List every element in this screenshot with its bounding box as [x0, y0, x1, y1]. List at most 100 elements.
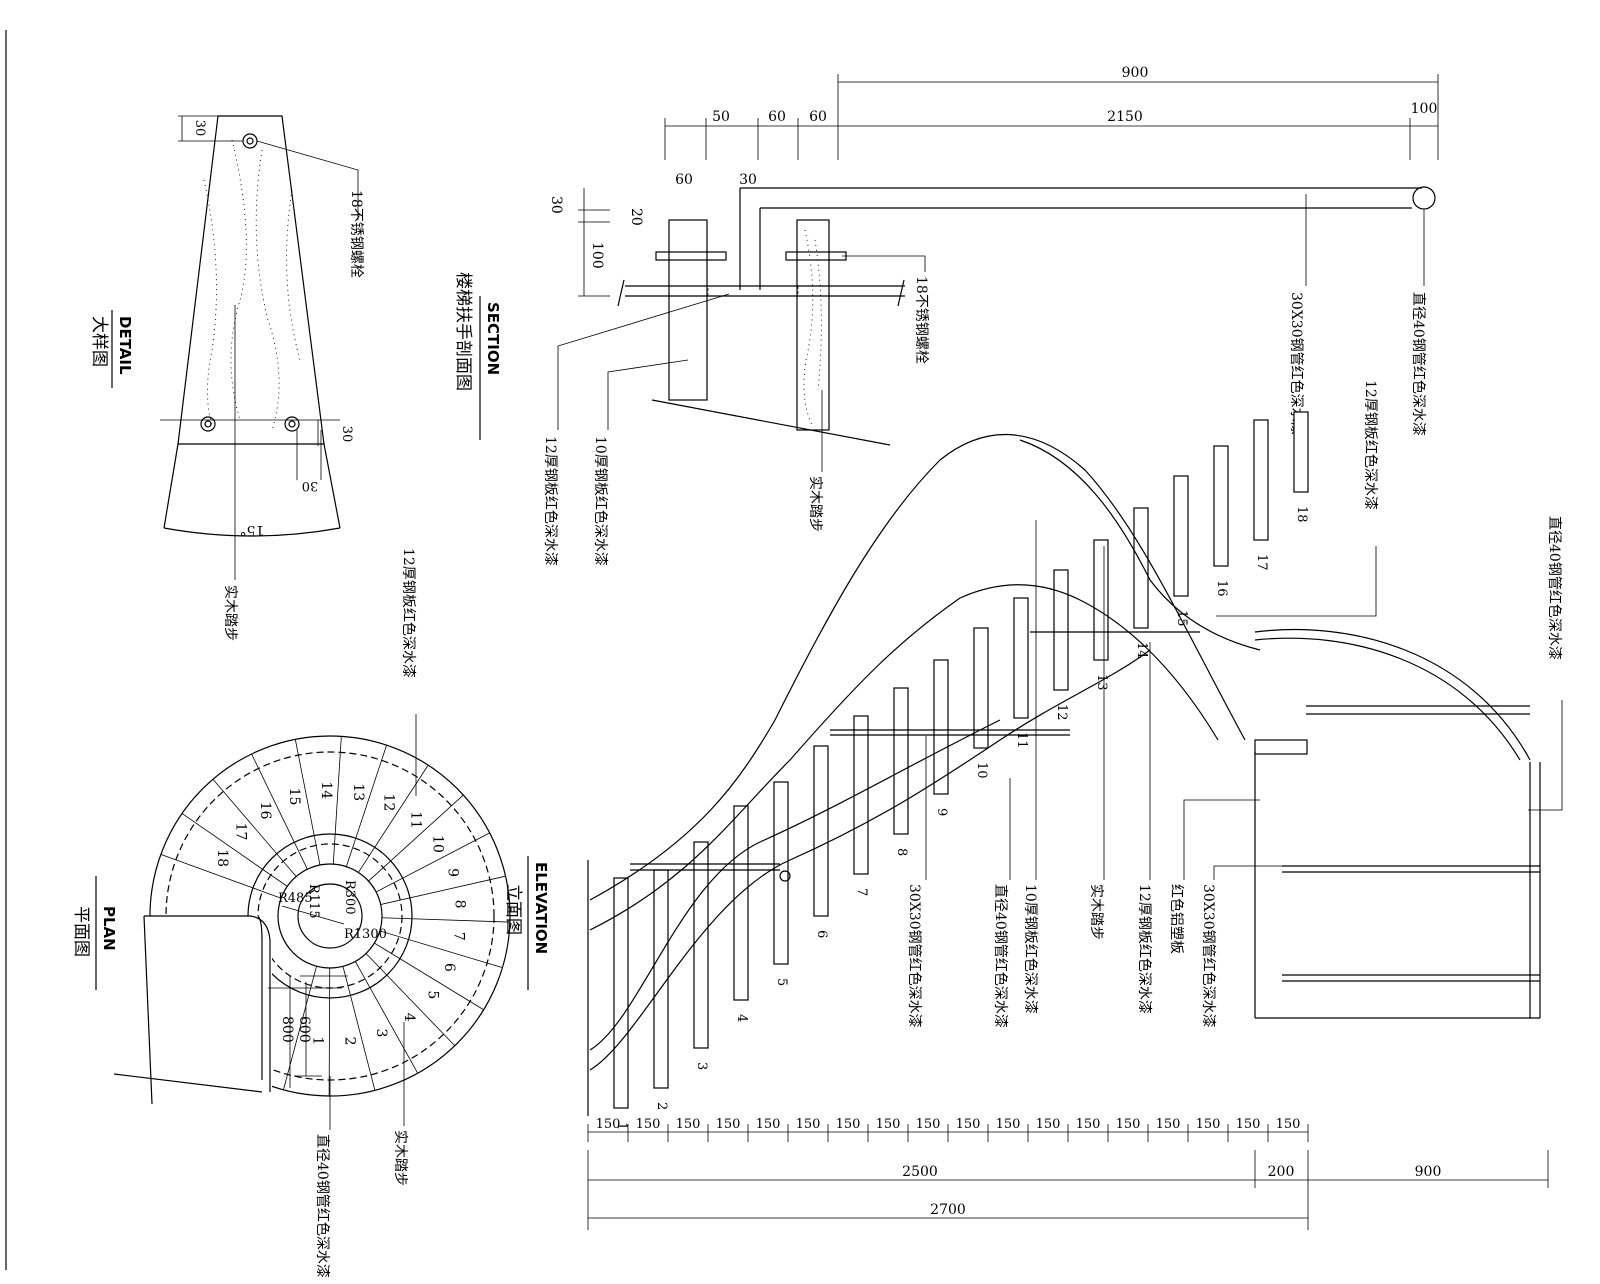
elevation-bottom-dim: 150	[796, 1117, 821, 1132]
section-label-plate12: 12厚钢板红色深水漆	[542, 436, 559, 566]
detail-title-en: DETAIL	[116, 316, 134, 375]
detail-title-cn: 大样图	[89, 316, 109, 367]
elevation-bottom-dim: 150	[756, 1117, 781, 1132]
elevation-step-number: 9	[934, 808, 949, 816]
elevation-step-number: 2	[654, 1102, 669, 1110]
elevation-bottom-dim: 150	[1116, 1117, 1141, 1132]
elevation-tread-8	[893, 687, 909, 835]
elevation-label-plate10: 10厚钢板红色深水漆	[1022, 884, 1039, 1014]
elevation-tread-9	[933, 659, 949, 795]
plan-step-number: 2	[342, 1037, 358, 1046]
section-dim-60b: 60	[809, 109, 827, 125]
elevation-tread-7	[853, 715, 869, 875]
elevation-step-number: 4	[734, 1014, 749, 1022]
plan-step-number: 17	[232, 823, 248, 841]
elevation-bottom-dim: 150	[1196, 1117, 1221, 1132]
elevation-tread-12	[1053, 569, 1069, 691]
section-title-cn: 楼梯扶手剖面图	[453, 272, 473, 391]
detail-dim-30-top: 30	[192, 120, 207, 137]
elevation-bottom-dim: 150	[1276, 1117, 1301, 1132]
elevation-bottom-dim: 150	[676, 1117, 701, 1132]
detail-bolt-right	[284, 416, 300, 432]
elevation-step-number: 5	[774, 978, 789, 986]
plan-center-pole	[297, 883, 363, 949]
elevation-tread-16	[1213, 445, 1229, 567]
section-dim-20: 20	[628, 208, 644, 226]
plan-dim-800: 800	[279, 1016, 295, 1043]
plan-title-en: PLAN	[100, 906, 118, 951]
plan-step-number: 9	[444, 868, 460, 877]
elevation-tread-3	[693, 841, 709, 1049]
plan-step-number: 1	[309, 1036, 325, 1045]
plan-label-wood: 实木踏步	[392, 1130, 408, 1186]
section-view: 900 50 60 60 2150 100 60 30 30 20 100	[453, 65, 1439, 566]
detail-dim-30-bottom: 30	[302, 478, 319, 493]
elevation-label-pipe40: 直径40钢管红色深水漆	[992, 884, 1009, 1028]
elevation-tread-2	[653, 869, 669, 1089]
detail-view: 30 30 30 15° 18不锈钢螺栓 实木踏步 DETAIL 大样图	[89, 115, 364, 641]
elevation-step-number: 13	[1094, 674, 1109, 691]
section-label-pipe40: 直径40钢管红色深水漆	[1410, 292, 1427, 436]
section-dim-100: 100	[1411, 101, 1438, 117]
plan-step-number: 7	[450, 932, 466, 941]
elevation-step-number: 8	[894, 848, 909, 856]
plan-dim-600: 600	[296, 1016, 312, 1043]
elevation-bottom-dim: 150	[716, 1117, 741, 1132]
plan-radial-lines	[160, 736, 510, 1096]
detail-bolt-left	[200, 416, 216, 432]
plan-label-plate12: 12厚钢板红色深水漆	[400, 548, 417, 678]
elevation-tread-11	[1013, 597, 1029, 719]
detail-bolt-top	[242, 133, 258, 149]
plan-r115: R115	[306, 884, 321, 919]
plan-step-number: 15	[286, 788, 302, 806]
section-dim-100v: 100	[589, 242, 605, 269]
elevation-bottom-dim: 150	[876, 1117, 901, 1132]
detail-wood-label: 实木踏步	[222, 585, 238, 641]
plan-step-number: 3	[373, 1029, 389, 1038]
elevation-step-number: 18	[1294, 506, 1309, 523]
detail-tread-outline	[177, 115, 325, 445]
elevation-outer-stringer	[589, 433, 1246, 901]
plan-step-number: 4	[401, 1013, 417, 1022]
detail-bolt-label: 18不锈钢螺栓	[348, 190, 364, 278]
plan-step-number: 12	[381, 794, 397, 812]
section-dim-2150: 2150	[1107, 109, 1143, 125]
elevation-bottom-dim: 150	[996, 1117, 1021, 1132]
plan-step-number: 8	[451, 900, 467, 909]
elevation-bottom-dim: 150	[956, 1117, 981, 1132]
elevation-bottom-dim: 150	[1076, 1117, 1101, 1132]
elevation-dim-900: 900	[1415, 1164, 1442, 1180]
plan-label-pipe: 直径40钢管红色深水漆	[314, 1134, 331, 1278]
section-dim-30b: 30	[548, 196, 564, 214]
elevation-bottom-dim: 150	[916, 1117, 941, 1132]
elevation-dim-200: 200	[1268, 1164, 1295, 1180]
elevation-step-number: 10	[974, 762, 989, 779]
plan-step-number: 18	[214, 849, 230, 867]
elevation-dim-2700: 2700	[930, 1202, 966, 1218]
elevation-bottom-dim: 150	[1036, 1117, 1061, 1132]
section-label-pipe30: 30X30钢管红色深水漆	[1288, 292, 1305, 436]
elevation-label-plate12: 12厚钢板红色深水漆	[1136, 884, 1153, 1014]
elevation-step-number: 17	[1254, 554, 1269, 571]
plan-step-number: 10	[429, 835, 445, 853]
detail-tread-arc	[163, 527, 341, 537]
plan-step-number: 16	[257, 802, 273, 820]
detail-angle-label: 15°	[240, 522, 265, 538]
elevation-step-number: 6	[814, 930, 829, 938]
section-label-wood: 实木踏步	[807, 476, 823, 532]
elevation-tread-4	[733, 805, 749, 1001]
elevation-title-cn: 立面图	[503, 884, 523, 935]
elevation-tread-1	[613, 877, 629, 1109]
section-dim-30a: 30	[739, 172, 757, 188]
elevation-step-number: 3	[694, 1062, 709, 1070]
plan-step-number: 11	[408, 811, 424, 829]
elevation-tread-13	[1093, 539, 1109, 661]
section-dim-60a: 60	[768, 109, 786, 125]
elevation-tread-18	[1293, 411, 1309, 493]
section-dim-60: 60	[675, 172, 693, 188]
elevation-tread-6	[813, 745, 829, 917]
elevation-label-wood: 实木踏步	[1088, 884, 1104, 940]
plan-step-number: 5	[424, 990, 440, 999]
